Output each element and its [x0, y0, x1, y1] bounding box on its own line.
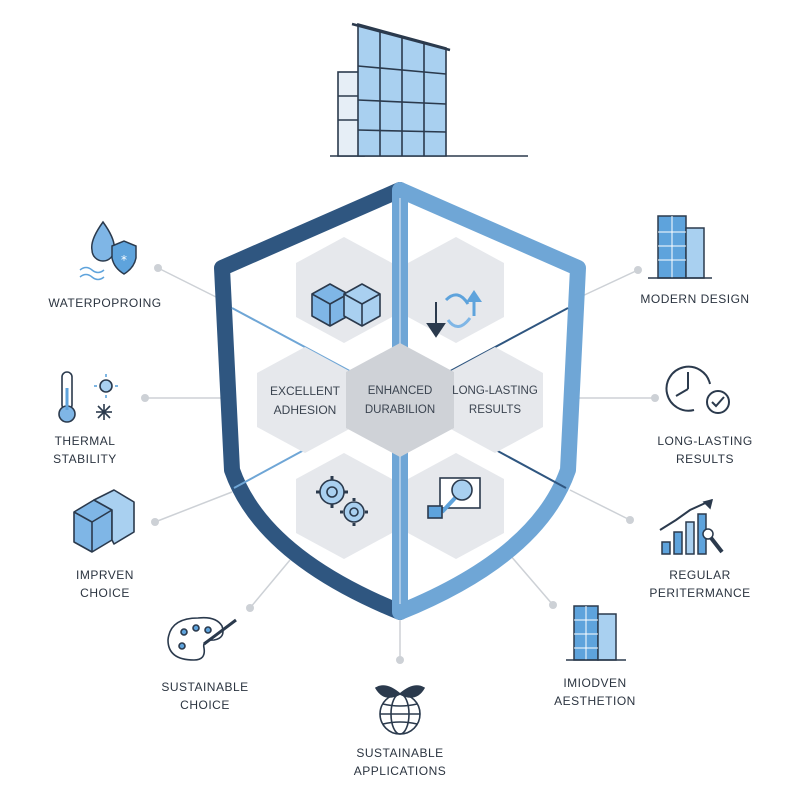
hex-right	[447, 347, 543, 453]
connector-dot	[154, 264, 162, 272]
hex-left	[257, 347, 353, 453]
feature-label-line: LONG-LASTING	[657, 434, 753, 448]
feature-label-line: APPLICATIONS	[353, 764, 447, 778]
connector-dot	[396, 656, 404, 664]
connector-dot	[549, 601, 557, 609]
gears-icon	[316, 476, 368, 526]
feature-label-modern-aesthetic: IMIODVEN AESTHETION	[530, 674, 660, 710]
hex-label-line: ADHESION	[273, 403, 337, 417]
feature-label-waterproofing: WATERPOPROING	[30, 294, 180, 312]
connector-modern-design	[577, 269, 639, 299]
hex-label-line: ENHANCED	[367, 385, 433, 397]
connector-dot	[626, 516, 634, 524]
feature-label-line: SUSTAINABLE	[161, 680, 249, 694]
feature-label-line: THERMAL	[54, 434, 116, 448]
feature-label-line: PERITERMANCE	[649, 586, 751, 600]
office-tower-icon	[648, 215, 712, 279]
hex-center	[346, 343, 454, 457]
connector-dot	[151, 518, 159, 526]
feature-label-regular-performance: REGULAR PERITERMANCE	[625, 566, 775, 602]
cube-blocks-icon	[73, 489, 135, 553]
feature-label-line: RESULTS	[676, 452, 734, 466]
hex-label-line: EXCELLENT	[269, 384, 341, 398]
feature-label-improved-choice: IMPRVEN CHOICE	[40, 566, 170, 602]
thermometer-sun-snow-icon	[58, 371, 118, 423]
feature-label-line: CHOICE	[80, 586, 130, 600]
feature-label-line: WATERPOPROING	[48, 296, 162, 310]
feature-label-modern-design: MODERN DESIGN	[620, 290, 770, 308]
hex-grid	[257, 237, 543, 559]
connector-dot	[246, 604, 254, 612]
feature-label-line: MODERN DESIGN	[640, 292, 750, 306]
connectors	[141, 264, 659, 664]
feature-label-line: CHOICE	[180, 698, 230, 712]
bar-chart-wrench-icon	[659, 498, 724, 555]
connector-dot	[634, 266, 642, 274]
hex-label-excellent-adhesion: EXCELLENT ADHESION	[255, 382, 355, 420]
hex-label-long-lasting-results: LONG-LASTING RESULTS	[445, 382, 545, 420]
connector-waterproofing	[157, 267, 223, 301]
feature-label-long-lasting-results: LONG-LASTING RESULTS	[630, 432, 780, 468]
hex-bottom-left	[296, 453, 392, 559]
connector-dot	[141, 394, 149, 402]
paint-palette-icon	[167, 616, 237, 661]
connector-sustainable-choice	[249, 559, 291, 609]
arrows-cycle-icon	[426, 290, 482, 338]
connector-dot	[651, 394, 659, 402]
feature-label-thermal-stability: THERMAL STABILITY	[20, 432, 150, 468]
feature-label-line: SUSTAINABLE	[356, 746, 444, 760]
hex-label-enhanced-durability: ENHANCED DURABILION	[350, 382, 450, 420]
feature-label-line: STABILITY	[53, 452, 117, 466]
connector-regular-performance	[569, 489, 631, 521]
feature-label-line: IMIODVEN	[563, 676, 627, 690]
feature-label-sustainable-choice: SUSTAINABLE CHOICE	[135, 678, 275, 714]
hex-top-right	[408, 237, 504, 343]
connector-modern-aesthetic	[509, 554, 554, 606]
water-drop-shield-icon: *	[79, 220, 137, 281]
hex-label-line: DURABILION	[364, 404, 436, 416]
cubes-icon	[311, 283, 381, 327]
hex-label-line: RESULTS	[468, 404, 522, 416]
clock-check-icon	[665, 365, 730, 414]
feature-label-line: REGULAR	[669, 568, 731, 582]
svg-text:*: *	[121, 253, 127, 267]
building-small-icon	[566, 605, 626, 661]
leaf-globe-icon	[374, 685, 426, 735]
feature-label-line: IMPRVEN	[76, 568, 134, 582]
inspection-icon	[427, 477, 481, 519]
office-building-icon	[330, 22, 528, 157]
feature-label-sustainable-applications: SUSTAINABLE APPLICATIONS	[330, 744, 470, 780]
feature-label-line: AESTHETION	[554, 694, 636, 708]
hex-label-line: LONG-LASTING	[452, 385, 538, 397]
connector-improved	[154, 491, 233, 523]
